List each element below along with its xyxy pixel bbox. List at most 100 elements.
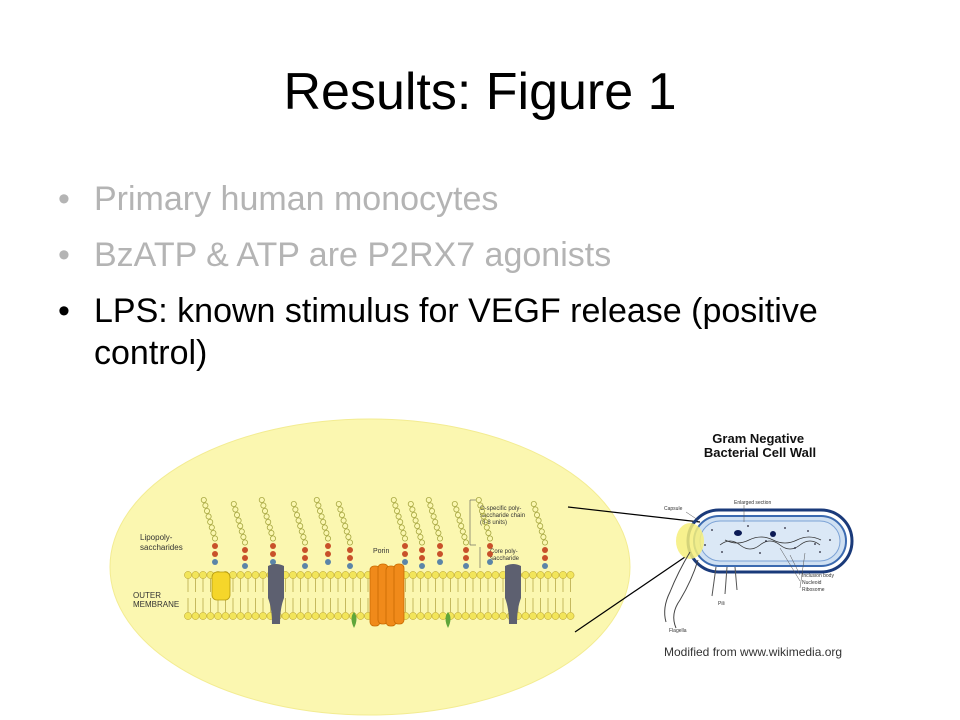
core-bead (347, 555, 353, 561)
lipid-head (259, 571, 267, 579)
polysaccharide-bead (235, 517, 242, 524)
lipid-head (236, 612, 245, 620)
ribosome-dot (784, 527, 786, 529)
core-bead (212, 543, 218, 549)
lipid-head (559, 612, 567, 620)
cell-title: Gram Negative Bacterial Cell Wall (704, 431, 816, 460)
leader-line (685, 511, 699, 521)
core-bead (347, 547, 353, 553)
core-bead (542, 547, 548, 553)
lipid-head (476, 571, 485, 579)
polysaccharide-bead (230, 500, 237, 507)
polysaccharide-bead (415, 528, 422, 535)
lipid-head (251, 612, 260, 620)
polysaccharide-bead (211, 535, 218, 542)
outer-membrane-label: OUTER MEMBRANE (133, 591, 179, 609)
lipid-head (484, 612, 492, 620)
polysaccharide-bead (240, 534, 247, 541)
core-bead (325, 543, 331, 549)
polysaccharide-bead (453, 506, 460, 513)
lipid-head (424, 612, 432, 620)
polysaccharide-bead (477, 502, 484, 509)
flagella-label: Flagella (669, 628, 687, 634)
core-bead (402, 551, 408, 557)
polysaccharide-bead (407, 500, 414, 507)
polysaccharide-bead (482, 519, 489, 526)
polysaccharide-bead (418, 539, 425, 546)
lipid-head (521, 612, 530, 620)
core-bead (437, 543, 443, 549)
polysaccharide-bead (316, 507, 323, 514)
polysaccharide-bead (233, 512, 240, 519)
polysaccharide-bead (538, 528, 545, 535)
highlight-glow (676, 523, 704, 559)
zoom-ellipse (109, 418, 631, 716)
core-bead (542, 563, 548, 569)
ribosome-dot (794, 547, 796, 549)
core-bead (270, 543, 276, 549)
membrane-bilayer (184, 496, 575, 628)
lipid-head (431, 612, 440, 620)
lipoprotein-green (445, 612, 451, 628)
zoom-connector-line (567, 506, 701, 523)
inclusion-body (734, 530, 742, 536)
polysaccharide-bead (417, 534, 424, 541)
polysaccharide-bead (338, 512, 345, 519)
polysaccharide-bead (400, 530, 407, 537)
lipid-head (334, 571, 342, 579)
lipid-head (206, 612, 215, 620)
polysaccharide-bead (542, 539, 549, 546)
lipid-head (491, 571, 500, 579)
image-credit: Modified from www.wikimedia.org (664, 645, 843, 659)
lipid-head (251, 571, 260, 579)
polysaccharide-bead (428, 507, 435, 514)
polysaccharide-bead (346, 539, 353, 546)
core-bead (402, 559, 408, 565)
polysaccharide-bead (207, 519, 214, 526)
polysaccharide-bead (486, 535, 493, 542)
lipid-head (281, 612, 290, 620)
core-bead (487, 551, 493, 557)
core-bead (325, 551, 331, 557)
bullet-item: •Primary human monocytes (58, 178, 918, 220)
polysaccharide-bead (318, 513, 325, 520)
ribosome-dot (829, 539, 831, 541)
ribosome-dot (704, 544, 706, 546)
polysaccharide-bead (295, 517, 302, 524)
flagellum (664, 551, 691, 623)
core-bead (419, 555, 425, 561)
ribosome-dot (721, 551, 723, 553)
polysaccharide-bead (414, 523, 421, 530)
lipid-head (259, 612, 267, 620)
polysaccharide-bead (532, 506, 539, 513)
bullet-marker: • (58, 180, 70, 218)
lipid-head (229, 612, 237, 620)
lipid-head (476, 612, 485, 620)
bullet-list: •Primary human monocytes • BzATP & ATP ar… (58, 178, 918, 388)
lipid-head (341, 612, 350, 620)
lipid-head (484, 571, 492, 579)
lipid-head (296, 571, 305, 579)
polysaccharide-bead (265, 519, 272, 526)
lipid-head (491, 612, 500, 620)
inclusion-body (770, 531, 776, 537)
polysaccharide-bead (392, 502, 399, 509)
lipid-head (356, 612, 365, 620)
lipid-head (326, 571, 335, 579)
lipid-head (199, 571, 207, 579)
core-bead (242, 563, 248, 569)
lipid-head (461, 612, 470, 620)
polysaccharide-bead (409, 506, 416, 513)
lipid-head (319, 571, 327, 579)
polysaccharide-bead (483, 524, 490, 531)
polysaccharide-bead (208, 524, 215, 531)
bullet-text: BzATP & ATP are P2RX7 agonists (94, 236, 612, 274)
flagellum (673, 559, 699, 629)
polysaccharide-bead (462, 539, 469, 546)
lipid-head (446, 571, 455, 579)
polysaccharide-bead (540, 534, 547, 541)
lipid-head (431, 571, 440, 579)
polysaccharide-bead (485, 530, 492, 537)
lipid-head (416, 571, 425, 579)
polysaccharide-bead (313, 496, 320, 503)
